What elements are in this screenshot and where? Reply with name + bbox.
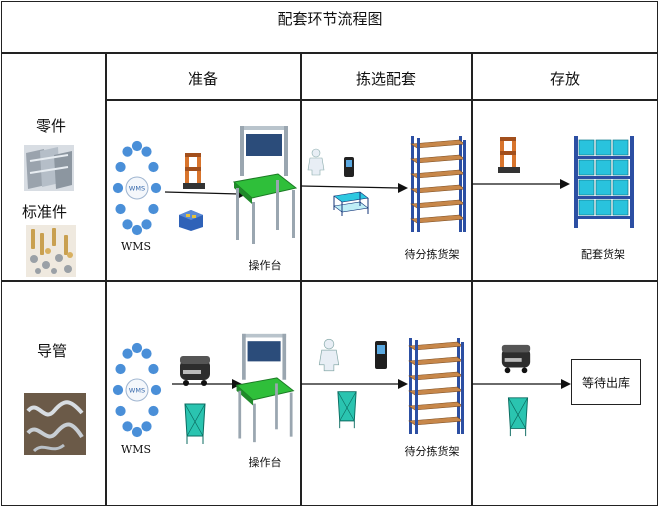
wms-center-label: WMS: [129, 185, 145, 193]
storage-bin: [578, 159, 595, 176]
wms-node: [147, 363, 160, 375]
storage-bin: [595, 179, 612, 196]
wms-node: [114, 203, 127, 215]
storage-bin: [578, 199, 595, 216]
arrow-icon: [301, 379, 408, 389]
workbench-caption: 操作台: [248, 456, 282, 469]
diagram-title: 配套环节流程图: [277, 10, 383, 28]
standard-parts-photo: [26, 225, 76, 277]
wms-node: [140, 420, 153, 433]
col-header-prepare: 准备: [187, 70, 218, 88]
wms-node: [150, 182, 162, 194]
rack-caption: 待分拣货架: [404, 248, 460, 261]
storage-bin: [595, 159, 612, 176]
storage-bin: [612, 139, 629, 156]
wms-node: [121, 420, 134, 433]
wms-node: [131, 224, 143, 236]
workbench-icon: [235, 333, 295, 443]
scanner-icon: [344, 157, 354, 177]
storage-bin: [612, 179, 629, 196]
wms-node: [131, 140, 143, 152]
material-cart-icon: [507, 397, 529, 437]
wms-node: [150, 384, 162, 396]
arrow-icon: [300, 183, 408, 193]
forklift-icon: [498, 137, 520, 173]
conduit-photo: [24, 393, 86, 455]
wms-center-label: WMS: [129, 387, 145, 395]
wms-node: [114, 405, 127, 417]
agv-robot-icon: [501, 344, 531, 374]
wms-node: [114, 363, 127, 375]
wms-node: [147, 405, 160, 417]
wms-node: [112, 384, 124, 396]
wms-node: [147, 203, 160, 215]
storage-bin: [612, 159, 629, 176]
workbench-caption: 操作台: [248, 259, 282, 272]
wait-outbound-box: 等待出库: [571, 359, 641, 405]
storage-bin: [578, 139, 595, 156]
col-header-storage: 存放: [549, 70, 580, 88]
wms-node: [140, 347, 153, 360]
wms-node: [121, 145, 134, 158]
worker-icon: [318, 338, 340, 372]
storage-bin: [612, 199, 629, 216]
arrow-icon: [472, 379, 571, 389]
forklift-icon: [183, 153, 205, 189]
storage-rack-caption: 配套货架: [581, 248, 625, 261]
rack-icon: [410, 136, 466, 232]
wms-node: [140, 145, 153, 158]
parts-photo: [24, 145, 74, 191]
rack-icon: [408, 338, 464, 434]
wms-caption: WMS: [120, 240, 152, 253]
grid-line: [471, 52, 473, 506]
wms-caption: WMS: [120, 443, 152, 456]
grid-line: [1, 52, 658, 54]
row-label-standard-parts: 标准件: [22, 203, 68, 221]
storage-bin: [578, 179, 595, 196]
parts-box-icon: [179, 210, 203, 231]
row-label-conduit: 导管: [37, 342, 68, 360]
grid-line: [1, 280, 658, 282]
arrow-icon: [172, 379, 242, 389]
wms-node: [112, 182, 124, 194]
wms-center-node: [125, 176, 149, 200]
wms-node: [121, 347, 134, 360]
wms-node: [131, 342, 143, 354]
grid-line: [300, 52, 302, 506]
wms-cluster-diagram: WMS: [112, 342, 162, 438]
row-label-parts: 零件: [36, 117, 67, 135]
material-cart-icon: [337, 391, 357, 429]
wms-node: [121, 218, 134, 231]
worker-icon: [307, 148, 325, 176]
wms-node: [147, 161, 160, 173]
wms-node: [140, 218, 153, 231]
storage-bin: [595, 199, 612, 216]
pick-table-icon: [333, 191, 369, 216]
rack-caption: 待分拣货架: [404, 445, 460, 458]
storage-bin: [595, 139, 612, 156]
tablet-icon: [375, 341, 387, 369]
storage-rack-icon: [574, 136, 634, 228]
wms-node: [131, 426, 143, 438]
wms-cluster-diagram: WMS: [112, 140, 162, 236]
wms-center-node: [125, 378, 149, 402]
grid-line: [105, 52, 107, 506]
arrow-icon: [472, 179, 570, 189]
material-cart-icon: [184, 403, 206, 444]
grid-line: [105, 99, 658, 101]
wms-node: [114, 161, 127, 173]
workbench-icon: [232, 126, 298, 244]
col-header-picking: 拣选配套: [355, 70, 416, 88]
